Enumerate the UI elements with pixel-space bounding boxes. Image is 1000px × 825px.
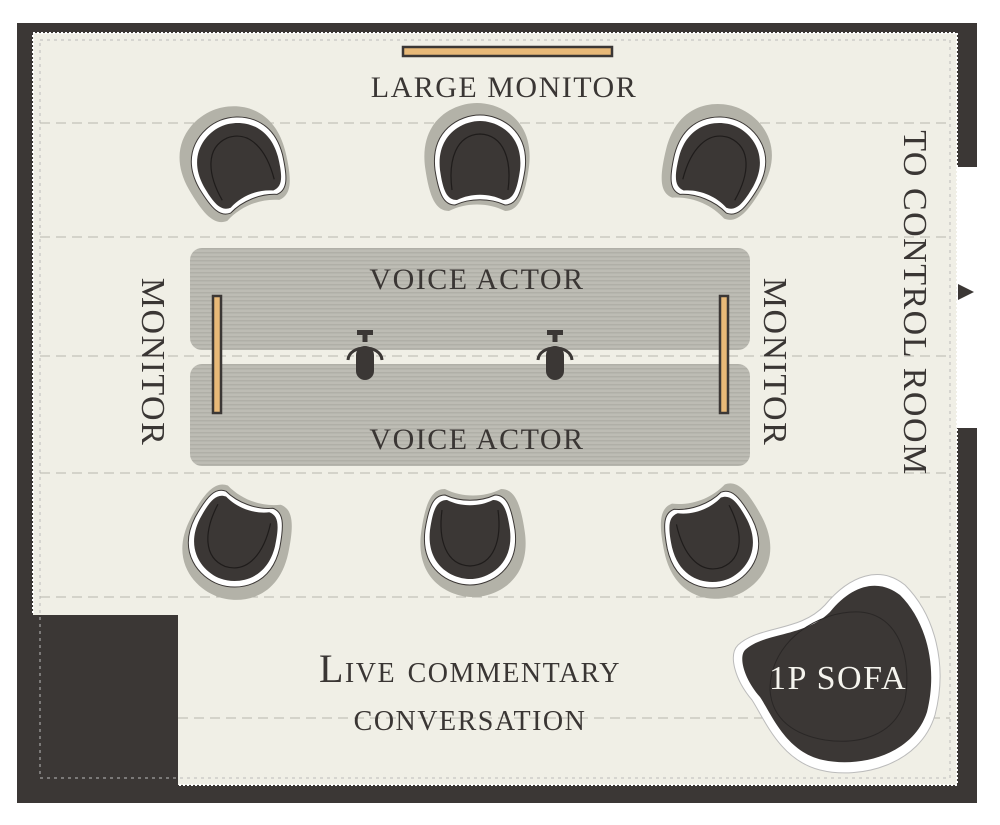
monitor-left [211, 294, 223, 415]
sofa-label: 1P SOFA [769, 660, 907, 697]
chair [423, 102, 531, 212]
monitor-right [718, 294, 730, 415]
table-top [190, 248, 750, 350]
live-commentary-label: Live commentary [319, 646, 621, 691]
monitor-label-right: MONITOR [756, 278, 793, 447]
voice-actor-label-bottom: VOICE ACTOR [369, 423, 584, 456]
chair [419, 488, 527, 598]
floor-border [39, 39, 951, 779]
large-monitor [401, 45, 614, 58]
table-bottom [190, 364, 750, 466]
wall-block [17, 615, 178, 803]
voice-actor-label-top: VOICE ACTOR [369, 263, 584, 296]
conversation-label: conversation [354, 694, 587, 739]
large-monitor-label: LARGE MONITOR [371, 71, 637, 104]
arrow-right-icon [958, 284, 974, 300]
control-room-label: TO CONTROL ROOM [896, 130, 933, 476]
sofa: 1P SOFA [732, 574, 941, 774]
monitor-label-left: MONITOR [134, 278, 171, 447]
